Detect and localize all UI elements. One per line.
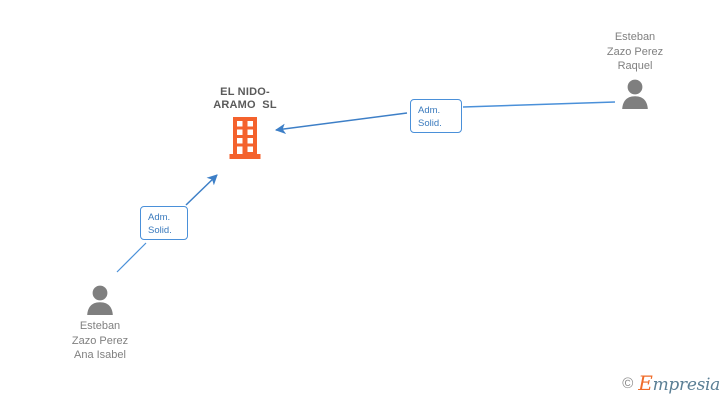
relation-label-top-right[interactable]: Adm. Solid. [410, 99, 462, 133]
edge-bottom-left-segment-outer [116, 242, 147, 273]
brand-name: Empresia [638, 373, 720, 394]
person-icon[interactable] [618, 79, 652, 109]
office-building-icon[interactable] [228, 117, 262, 159]
company-node[interactable]: EL NIDO- ARAMO SL [185, 86, 305, 159]
company-title: EL NIDO- ARAMO SL [185, 86, 305, 112]
copyright-icon: © [622, 375, 634, 392]
person-icon[interactable] [83, 285, 117, 315]
person-name-bottom-left: Esteban Zazo Perez Ana Isabel [71, 320, 129, 361]
relation-label-bottom-left[interactable]: Adm. Solid. [140, 206, 188, 240]
person-node-bottom-left[interactable]: Esteban Zazo Perez Ana Isabel [35, 285, 165, 363]
empresia-watermark: © Empresia [622, 373, 720, 394]
brand-rest: mpresia [652, 375, 721, 395]
company-title-line1: EL NIDO- [220, 86, 270, 98]
brand-initial: E [638, 371, 653, 395]
edge-bottom-left-segment-inner [185, 174, 218, 206]
person-name-top-right: Esteban Zazo Perez Raquel [606, 31, 664, 72]
person-node-top-right[interactable]: Esteban Zazo Perez Raquel [570, 30, 700, 109]
company-title-line2: ARAMO SL [213, 99, 277, 111]
